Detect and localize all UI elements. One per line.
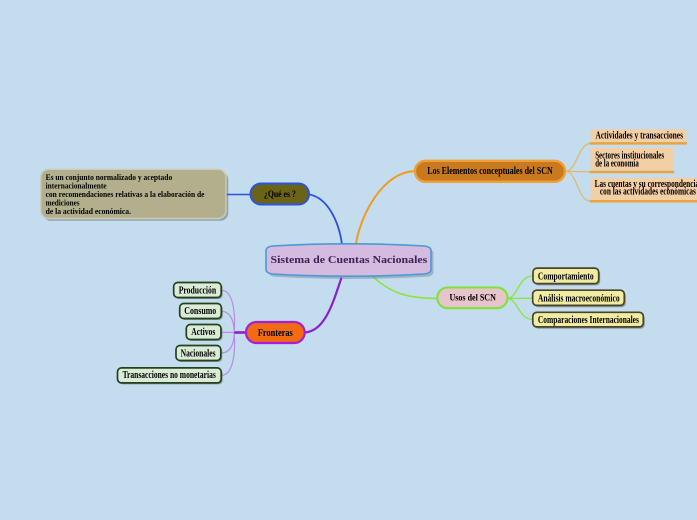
svg-text:Sistema de Cuentas Nacionales: Sistema de Cuentas Nacionales bbox=[271, 254, 429, 266]
svg-text:mediciones: mediciones bbox=[46, 198, 81, 207]
svg-text:con recomendaciones relativas: con recomendaciones relativas a la elabo… bbox=[46, 190, 205, 199]
svg-text:Transacciones no monetarias: Transacciones no monetarias bbox=[123, 369, 217, 381]
svg-text:Usos del SCN: Usos del SCN bbox=[450, 293, 497, 303]
svg-text:Comportamiento: Comportamiento bbox=[538, 271, 594, 283]
svg-text:Nacionales: Nacionales bbox=[181, 347, 216, 359]
svg-text:Activos: Activos bbox=[191, 326, 216, 338]
svg-text:Análisis macroeconómico: Análisis macroeconómico bbox=[538, 292, 620, 304]
svg-text:Fronteras: Fronteras bbox=[258, 328, 293, 339]
svg-text:internacionalmente: internacionalmente bbox=[46, 181, 107, 190]
svg-text:Sectores institucionales: Sectores institucionales bbox=[595, 151, 664, 162]
svg-text:Las cuentas y su correspondenc: Las cuentas y su correspondencia bbox=[595, 179, 697, 190]
svg-text:Consumo: Consumo bbox=[184, 305, 216, 317]
svg-text:¿Qué es ?: ¿Qué es ? bbox=[264, 190, 296, 200]
svg-text:Los Elementos conceptuales del: Los Elementos conceptuales del SCN bbox=[427, 166, 553, 177]
svg-text:Es un conjunto normalizado y a: Es un conjunto normalizado y aceptado bbox=[46, 173, 173, 182]
svg-text:Comparaciones Internacionales: Comparaciones Internacionales bbox=[538, 314, 639, 326]
svg-text:Producción: Producción bbox=[179, 284, 217, 296]
svg-text:de la economía: de la economía bbox=[595, 158, 639, 169]
svg-text:de la actividad económica.: de la actividad económica. bbox=[46, 207, 131, 216]
svg-text:Actividades y transacciones: Actividades y transacciones bbox=[596, 131, 684, 142]
svg-text:con las actividades económicas: con las actividades económicas bbox=[600, 187, 696, 198]
